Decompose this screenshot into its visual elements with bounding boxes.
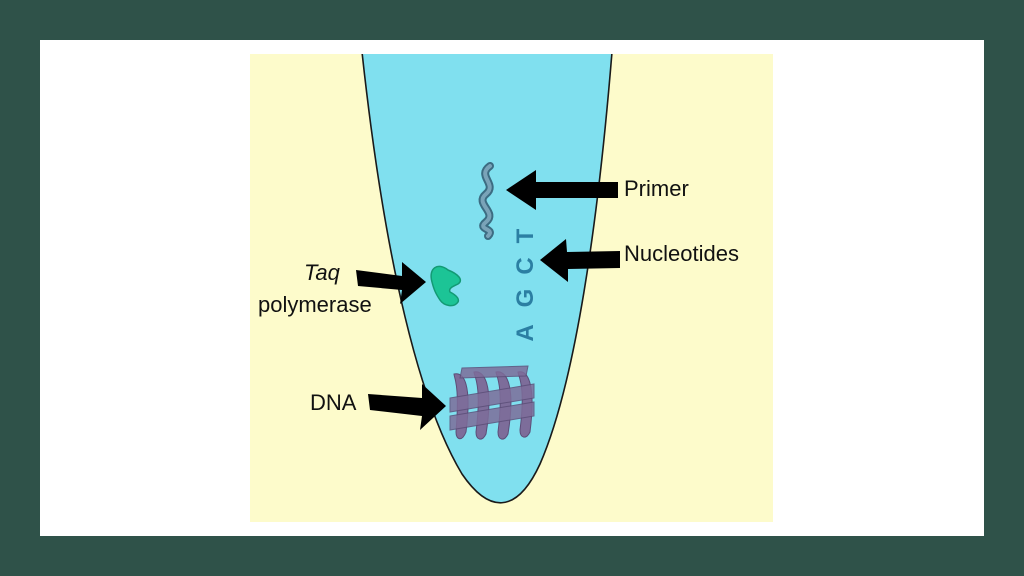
nucleotides-arrow [540,239,620,282]
taq-arrow [356,262,426,304]
dna-label: DNA [310,390,357,415]
nucleotide-t: T [512,228,539,243]
nucleotide-c: C [512,257,539,274]
polymerase-label: polymerase [258,292,372,317]
pcr-tube-diagram: A G C T Primer Nucleotides Taq polymeras… [250,54,773,522]
diagram-canvas: A G C T [356,54,620,504]
primer-arrow [506,170,618,210]
taq-polymerase-shape [430,265,462,307]
arrows [356,170,620,430]
nucleotide-g: G [512,289,539,308]
taq-label: Taq [304,260,340,285]
dna-arrow [368,384,446,430]
primer-strand-inner [480,164,492,238]
primer-label: Primer [624,176,689,201]
nucleotide-a: A [512,324,539,341]
nucleotide-letters: A G C T [512,228,539,341]
nucleotides-label: Nucleotides [624,241,739,266]
dna-helix [449,365,535,440]
